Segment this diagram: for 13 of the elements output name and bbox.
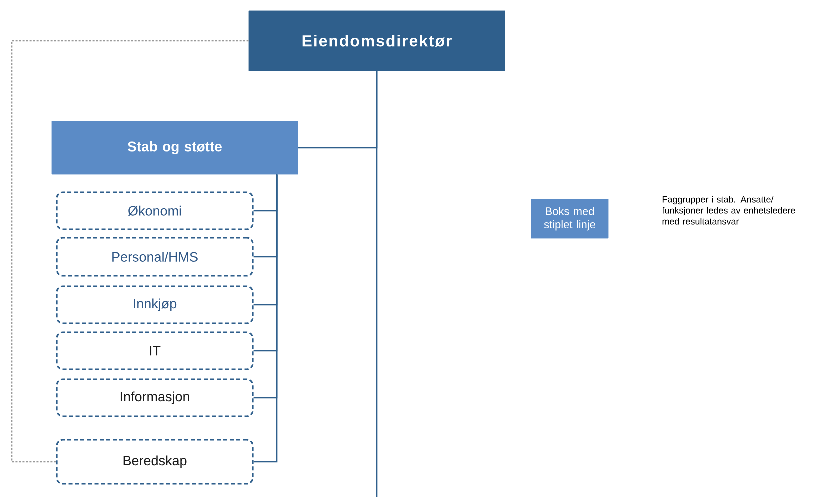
connector-line: [11, 40, 249, 463]
unit-box: Informasjon: [56, 378, 254, 418]
unit-box: Økonomi: [56, 192, 254, 230]
department-box: Stab og støtte: [52, 121, 298, 175]
unit-box: Beredskap: [56, 439, 254, 485]
unit-box: IT: [56, 332, 254, 370]
connector-line: [254, 174, 278, 463]
director-box: Eiendomsdirektør: [248, 10, 506, 72]
unit-box: Personal/HMS: [56, 237, 254, 277]
unit-box: Innkjøp: [56, 286, 254, 324]
connector-line: [376, 71, 378, 497]
note-text: Faggrupper i stab. Ansatte/ funksjoner ledes av enhetsledere med resultatansvar: [662, 196, 796, 225]
legend-box: Boks med stiplet linje: [531, 199, 609, 239]
